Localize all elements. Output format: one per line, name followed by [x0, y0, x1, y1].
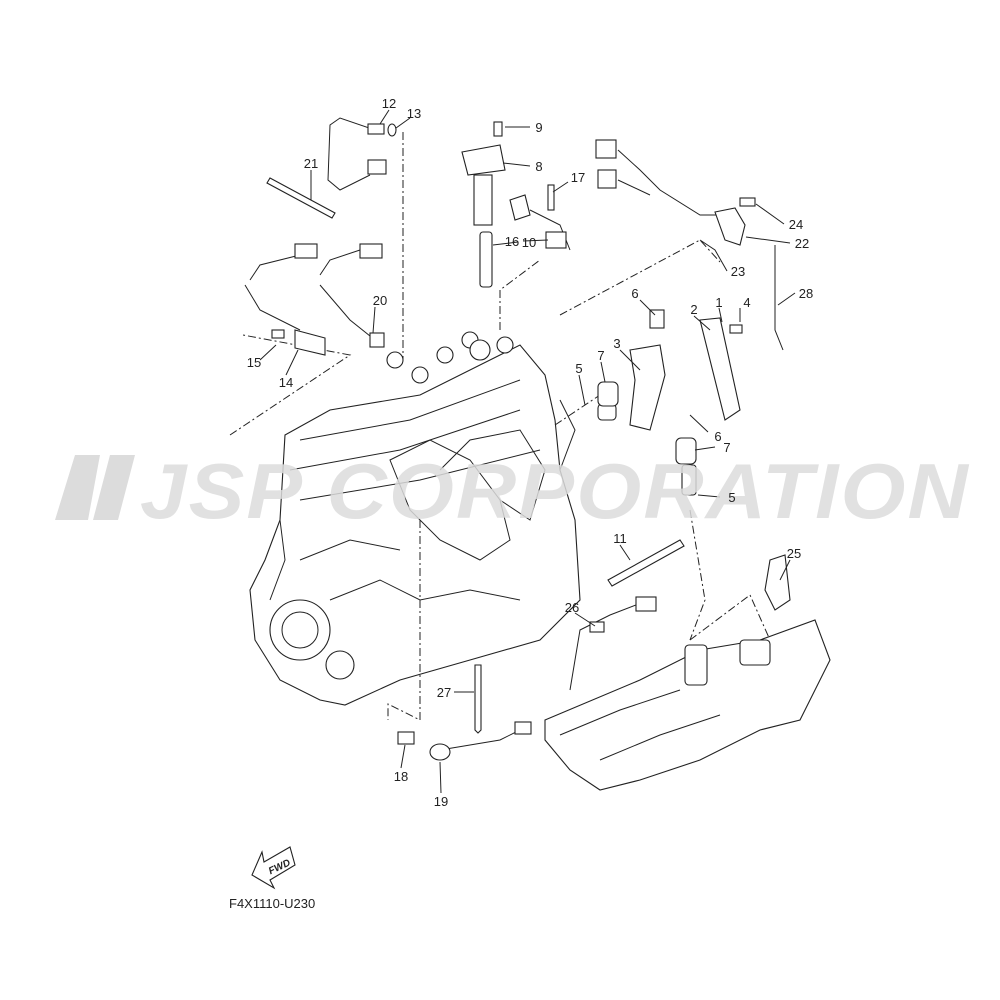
callout-2: 2 — [690, 302, 697, 317]
parts — [244, 117, 791, 761]
callout-16: 16 — [505, 234, 519, 249]
callout-9: 9 — [535, 120, 542, 135]
callout-7b: 7 — [723, 440, 730, 455]
callout-6: 6 — [631, 286, 638, 301]
callout-14: 14 — [279, 375, 293, 390]
callout-27: 27 — [437, 685, 451, 700]
callout-8: 8 — [535, 159, 542, 174]
svg-text:JSP CORPORATION: JSP CORPORATION — [140, 447, 970, 535]
callout-6b: 6 — [714, 429, 721, 444]
callout-20: 20 — [373, 293, 387, 308]
callout-1: 1 — [715, 295, 722, 310]
callout-4: 4 — [743, 295, 750, 310]
guide-lines — [229, 132, 771, 721]
callout-5: 5 — [575, 361, 582, 376]
callout-labels: 12 13 9 8 21 17 24 16 22 10 23 28 20 6 2… — [247, 96, 813, 809]
engine-block — [249, 331, 581, 706]
callout-11: 11 — [613, 531, 627, 546]
watermark: JSP CORPORATION — [55, 447, 970, 535]
callout-12: 12 — [382, 96, 396, 111]
callout-7: 7 — [597, 348, 604, 363]
callout-18: 18 — [394, 769, 408, 784]
leader-lines — [259, 109, 796, 794]
callout-25: 25 — [787, 546, 801, 561]
callout-26: 26 — [565, 600, 579, 615]
callout-13: 13 — [407, 106, 421, 121]
callout-22: 22 — [795, 236, 809, 251]
callout-19: 19 — [434, 794, 448, 809]
callout-10: 10 — [522, 235, 536, 250]
exhaust-manifold — [544, 619, 831, 791]
fwd-arrow-icon: FWD — [251, 846, 296, 890]
diagram-code: F4X1110-U230 — [229, 896, 315, 911]
callout-23: 23 — [731, 264, 745, 279]
callout-5b: 5 — [728, 490, 735, 505]
callout-28: 28 — [799, 286, 813, 301]
callout-17: 17 — [571, 170, 585, 185]
callout-21: 21 — [304, 156, 318, 171]
callout-24: 24 — [789, 217, 803, 232]
callout-3: 3 — [613, 336, 620, 351]
callout-15: 15 — [247, 355, 261, 370]
